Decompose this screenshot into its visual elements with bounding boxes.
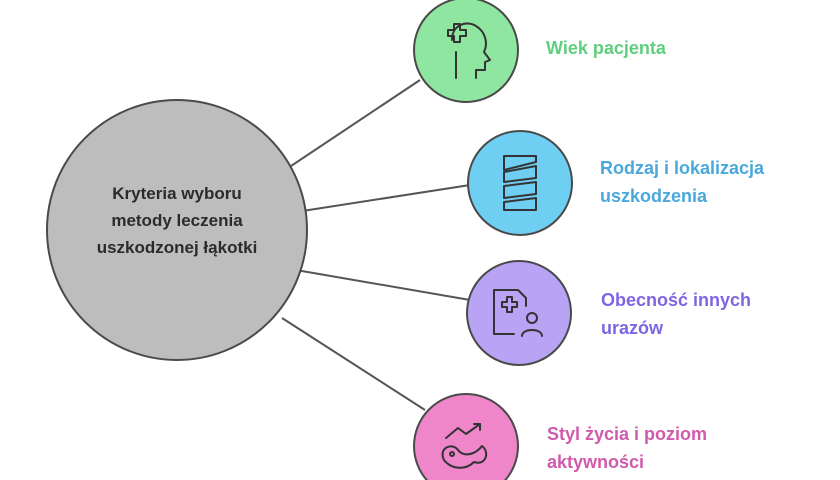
criterion-label-line: uszkodzenia: [600, 186, 708, 206]
criterion-label-2: Rodzaj i lokalizacja uszkodzenia: [600, 154, 764, 210]
connector-3: [295, 269, 471, 301]
head-medical-cross-icon: [447, 22, 491, 79]
center-label-line: uszkodzonej łąkotki: [96, 238, 258, 257]
criterion-node-4: [413, 393, 519, 480]
criterion-node-1: [413, 0, 519, 103]
activity-trend-icon: [441, 423, 488, 469]
center-node-label: Kryteria wyboru metody leczenia uszkodzo…: [62, 180, 292, 261]
criterion-label-line: aktywności: [547, 452, 645, 472]
connector-2: [295, 184, 471, 213]
criterion-label-line: Wiek pacjenta: [546, 38, 666, 58]
criterion-label-4: Styl życia i poziom aktywności: [547, 420, 707, 476]
criterion-label-line: Rodzaj i lokalizacja: [600, 158, 765, 178]
center-label-line: metody leczenia: [111, 211, 243, 230]
criterion-label-line: Obecność innych: [601, 290, 752, 310]
center-node: [46, 99, 308, 361]
connector-4: [281, 317, 426, 411]
medical-record-person-icon: [493, 289, 543, 337]
connector-1: [284, 79, 421, 171]
criterion-label-3: Obecność innych urazów: [601, 286, 751, 342]
criterion-label-line: urazów: [601, 318, 664, 338]
center-label-line: Kryteria wyboru: [112, 184, 242, 203]
criterion-label-line: Styl życia i poziom: [547, 424, 708, 444]
meniscus-layers-icon: [503, 155, 537, 211]
criterion-node-3: [466, 260, 572, 366]
criterion-label-1: Wiek pacjenta: [546, 34, 666, 62]
